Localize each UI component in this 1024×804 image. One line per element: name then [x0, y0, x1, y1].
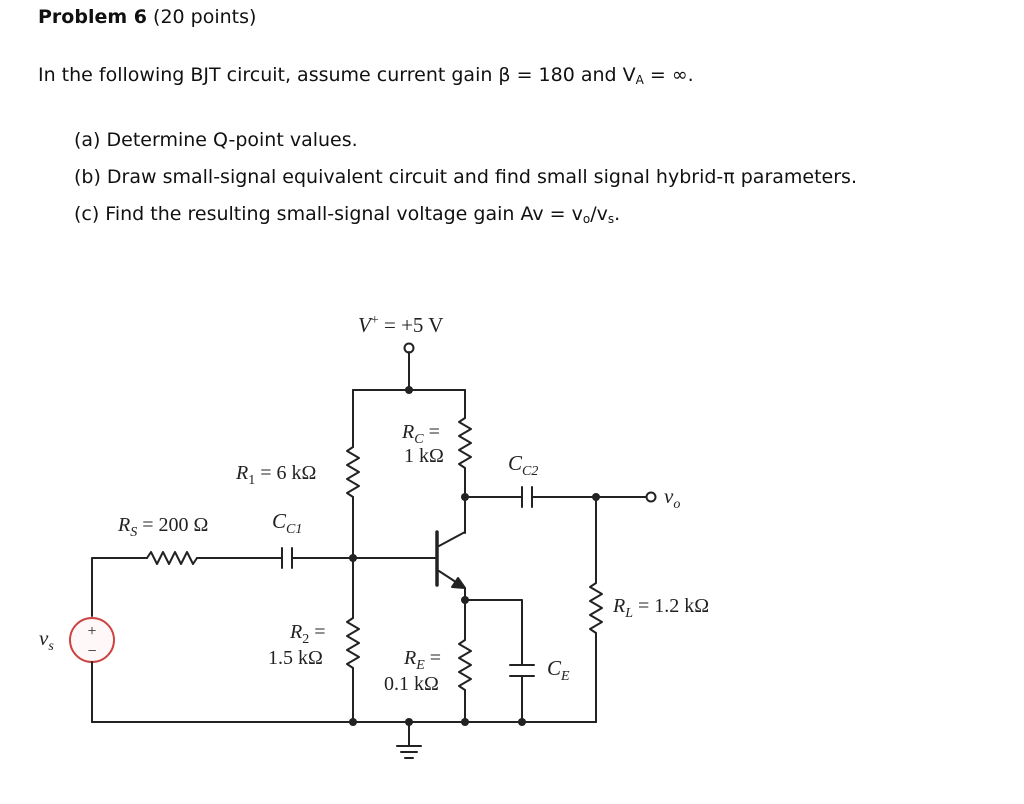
rl-resistor: [589, 582, 603, 634]
r1-value: = 6 kΩ: [255, 462, 316, 484]
intro-end: = ∞.: [643, 64, 694, 86]
vo-label: vo: [664, 484, 680, 512]
vo-symbol: v: [664, 484, 674, 508]
re-subscript: E: [415, 658, 425, 673]
junction-emitter: [461, 596, 469, 604]
vo-subscript: o: [673, 497, 680, 512]
r2-equals: =: [309, 621, 325, 643]
rc-label: RC =: [401, 421, 440, 447]
rs-label: RS = 200 Ω: [117, 514, 208, 540]
re-label: RE =: [403, 647, 441, 673]
cc2-subscript: C2: [522, 464, 538, 479]
part-c: (c) Find the resulting small-signal volt…: [74, 196, 857, 238]
problem-title: Problem 6 (20 points): [38, 6, 256, 28]
part-c-sub-s: s: [607, 212, 615, 226]
r2-resistor: [346, 617, 360, 669]
junction-base: [349, 554, 357, 562]
rc-subscript: C: [414, 432, 424, 447]
ce-symbol: C: [547, 656, 562, 680]
supply-superscript: +: [371, 313, 379, 328]
re-equals: =: [425, 647, 441, 669]
junction-vo: [592, 493, 600, 501]
vs-plus-sign: +: [87, 623, 96, 640]
part-c-slash: /v: [590, 203, 608, 225]
rc-resistor: [458, 417, 472, 469]
vo-terminal: [645, 491, 657, 503]
rl-value: = 1.2 kΩ: [633, 595, 709, 617]
source-wire-left: [91, 557, 148, 617]
ce-label: CE: [547, 656, 570, 684]
re-value: 0.1 kΩ: [384, 673, 439, 695]
vs-label: vs: [39, 626, 54, 654]
junction-supply: [405, 386, 413, 394]
rs-value: = 200 Ω: [137, 514, 208, 536]
bjt-emitter-arrow: [451, 577, 466, 589]
r2-symbol: R: [289, 621, 302, 643]
part-c-end: .: [614, 203, 621, 225]
rs-subscript: S: [130, 525, 137, 540]
r1-subscript: 1: [248, 473, 255, 488]
junction-re-ground: [461, 718, 469, 726]
cc1-subscript: C1: [286, 522, 302, 537]
junction-ground: [405, 718, 413, 726]
cc1-symbol: C: [272, 509, 287, 533]
bjt-collector-lead: [438, 531, 466, 547]
vs-minus-sign: −: [87, 643, 96, 660]
r1-resistor: [346, 446, 360, 498]
supply-label: V+ = +5 V: [358, 313, 443, 337]
junction-collector: [461, 493, 469, 501]
ce-subscript: E: [560, 669, 570, 684]
problem-points: (20 points): [153, 6, 257, 28]
ce-wire-top: [464, 599, 523, 666]
part-c-sub-o: o: [582, 212, 591, 226]
r1-label: R1 = 6 kΩ: [235, 462, 316, 488]
re-symbol: R: [403, 647, 416, 669]
part-b: (b) Draw small-signal equivalent circuit…: [74, 166, 857, 188]
rl-subscript: L: [624, 606, 633, 621]
vs-symbol: v: [39, 626, 49, 650]
rl-label: RL = 1.2 kΩ: [612, 595, 709, 621]
vs-subscript: s: [48, 639, 54, 654]
rc-value: 1 kΩ: [404, 445, 444, 467]
rs-resistor: [146, 551, 198, 565]
intro-text: In the following BJT circuit, assume cur…: [38, 64, 636, 86]
intro-subscript: A: [635, 73, 644, 87]
r2-value: 1.5 kΩ: [268, 647, 323, 669]
problem-number: Problem 6: [38, 6, 147, 28]
r2-subscript: 2: [302, 632, 309, 647]
supply-value: = +5 V: [379, 313, 444, 337]
r1-symbol: R: [235, 462, 248, 484]
part-a: (a) Determine Q-point values.: [74, 129, 358, 151]
re-resistor: [458, 639, 472, 691]
rc-equals: =: [424, 421, 440, 443]
problem-parts: (a) Determine Q-point values. (b) Draw s…: [74, 122, 857, 238]
cc1-label: CC1: [272, 509, 302, 537]
cc2-label: CC2: [508, 451, 538, 479]
rc-symbol: R: [401, 421, 414, 443]
rs-symbol: R: [117, 514, 130, 536]
part-c-text: (c) Find the resulting small-signal volt…: [74, 203, 583, 225]
rl-symbol: R: [612, 595, 625, 617]
problem-intro: In the following BJT circuit, assume cur…: [38, 64, 694, 87]
cc2-symbol: C: [508, 451, 523, 475]
junction-r2-ground: [349, 718, 357, 726]
junction-ce-ground: [518, 718, 526, 726]
r2-label: R2 =: [289, 621, 326, 647]
supply-symbol: V: [358, 313, 373, 337]
